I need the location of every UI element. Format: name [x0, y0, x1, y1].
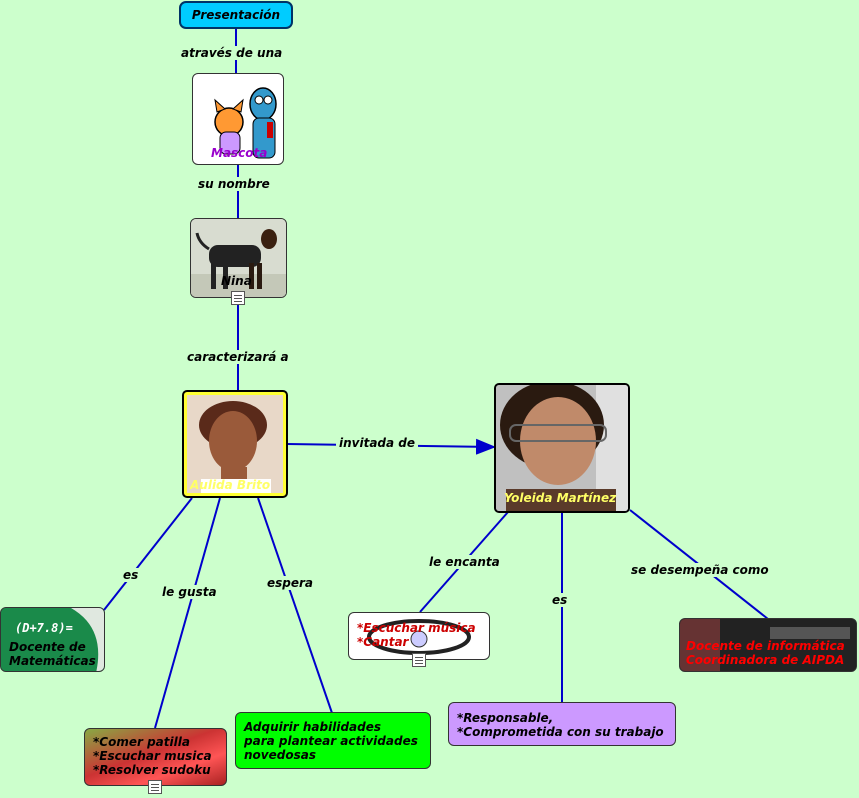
concept-docente-matematicas[interactable]: (D+7.8)= Docente de Matemáticas — [0, 607, 105, 672]
aulida-label: Aulida Brito — [190, 478, 271, 492]
concept-aulida-brito[interactable]: Aulida Brito — [182, 390, 288, 498]
link-label-atraves: através de una — [178, 46, 286, 60]
gustos-aulida-label: *Comer patilla *Escuchar musica *Resolve… — [93, 735, 212, 777]
link-label-espera: espera — [264, 576, 317, 590]
concept-nina[interactable]: Nina — [190, 218, 287, 298]
nina-note-icon[interactable] — [231, 291, 245, 305]
line-aulida-espera — [257, 497, 333, 714]
nina-label: Nina — [221, 274, 252, 288]
docente-matematicas-label: Docente de Matemáticas — [9, 640, 96, 668]
line-aulida-gustos — [154, 497, 221, 729]
concept-mascota[interactable]: Mascota — [192, 73, 284, 165]
link-label-invitada: invitada de — [336, 436, 419, 450]
link-label-le-encanta: le encanta — [426, 555, 503, 569]
cualidades-label: *Responsable, *Comprometida con su traba… — [457, 711, 664, 739]
link-label-es-yoleida: es — [549, 593, 571, 607]
line-aulida-docente — [103, 497, 193, 611]
presentacion-label: Presentación — [191, 8, 281, 22]
link-label-le-gusta: le gusta — [159, 585, 220, 599]
yoleida-label: Yoleida Martínez — [504, 491, 617, 505]
link-label-caracterizara: caracterizará a — [184, 350, 292, 364]
chalkboard-image: (D+7.8)= — [1, 608, 104, 671]
gustos-yoleida-label: *Escuchar música *Cantar — [357, 621, 476, 649]
yoleida-photo — [496, 385, 628, 511]
gustos-yoleida-note-icon[interactable] — [412, 653, 426, 667]
dog-photo — [191, 219, 286, 297]
link-label-es-aulida: es — [120, 568, 142, 582]
link-label-se-desempena: se desempeña como — [628, 563, 772, 577]
concept-yoleida-martinez[interactable]: Yoleida Martínez — [494, 383, 630, 513]
aulida-photo — [187, 395, 283, 493]
concept-presentacion[interactable]: Presentación — [179, 1, 293, 29]
gustos-aulida-note-icon[interactable] — [148, 780, 162, 794]
concept-gustos-aulida[interactable]: *Comer patilla *Escuchar musica *Resolve… — [84, 728, 227, 786]
docente-informatica-label: Docente de informática Coordinadora de A… — [686, 639, 845, 667]
concept-docente-informatica[interactable]: Docente de informática Coordinadora de A… — [679, 618, 857, 672]
link-label-su-nombre: su nombre — [195, 177, 273, 191]
concept-adquirir-habilidades[interactable]: Adquirir habilidades para plantear activ… — [235, 712, 431, 769]
concept-cualidades[interactable]: *Responsable, *Comprometida con su traba… — [448, 702, 676, 746]
espera-label: Adquirir habilidades para plantear activ… — [244, 720, 418, 762]
mascota-label: Mascota — [211, 146, 268, 160]
classroom-image — [680, 619, 856, 671]
cat-dog-image — [214, 87, 277, 159]
svg-text:(D+7.8)=: (D+7.8)= — [15, 621, 73, 635]
